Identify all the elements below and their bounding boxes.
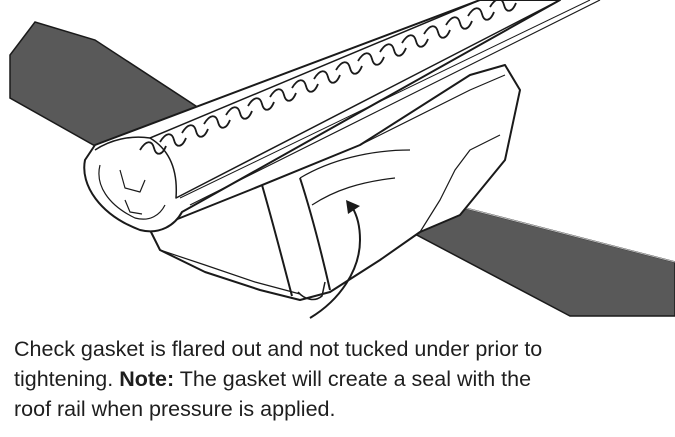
caption-line-3: roof rail when pressure is applied. [14, 397, 336, 421]
caption-line-2-suffix: The gasket will create a seal with the [174, 367, 532, 391]
roof-rack-foot-illustration [9, 0, 675, 319]
crossbar [83, 0, 601, 233]
foot-body [149, 64, 521, 301]
instruction-caption: Check gasket is flared out and not tucke… [14, 334, 664, 424]
note-label: Note: [119, 367, 175, 391]
caption-line-2-prefix: tightening. [14, 367, 120, 391]
caption-line-1: Check gasket is flared out and not tucke… [14, 337, 543, 361]
gasket-arrow [309, 200, 362, 319]
crossbar-slot-pattern [139, 0, 517, 155]
